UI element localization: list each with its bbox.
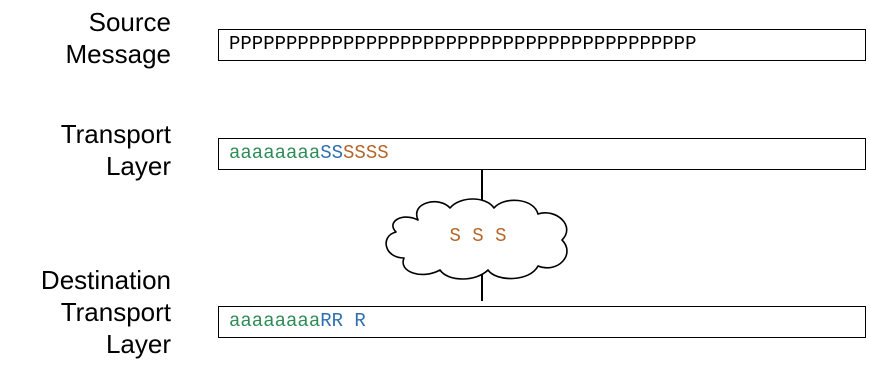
destination-transport-layer-label: Destination Transport Layer	[41, 264, 171, 360]
network-cloud-icon	[385, 198, 568, 280]
source-message-label: Source Message	[66, 6, 172, 70]
transport-orange-segments: SSSS	[343, 142, 389, 164]
transport-label-line-1: Transport	[60, 119, 171, 149]
destination-received-segments: RR R	[320, 310, 366, 332]
source-label-line-1: Source	[88, 7, 171, 37]
source-label-line-2: Message	[65, 39, 172, 69]
connector-line-top	[481, 169, 483, 207]
destination-label-line-2: Transport	[60, 297, 171, 327]
transport-layer-label: Transport Layer	[61, 118, 171, 182]
connector-line-bottom	[481, 268, 483, 301]
destination-data-segment: aaaaaaaa	[229, 310, 321, 332]
source-message-text: PPPPPPPPPPPPPPPPPPPPPPPPPPPPPPPPPPPPPPPP…	[229, 33, 697, 55]
transport-data-segment: aaaaaaaa	[229, 142, 321, 164]
transport-blue-segments: SS	[320, 142, 344, 164]
source-message-box: PPPPPPPPPPPPPPPPPPPPPPPPPPPPPPPPPPPPPPPP…	[218, 29, 866, 61]
transport-label-line-2: Layer	[105, 151, 171, 181]
destination-transport-layer-box: aaaaaaaaRR R	[218, 306, 866, 338]
destination-label-line-1: Destination	[40, 265, 171, 295]
cloud-packet-text: S S S	[449, 225, 507, 247]
destination-label-line-3: Layer	[105, 329, 171, 359]
transport-layer-box: aaaaaaaaSSSSSS	[218, 138, 866, 170]
